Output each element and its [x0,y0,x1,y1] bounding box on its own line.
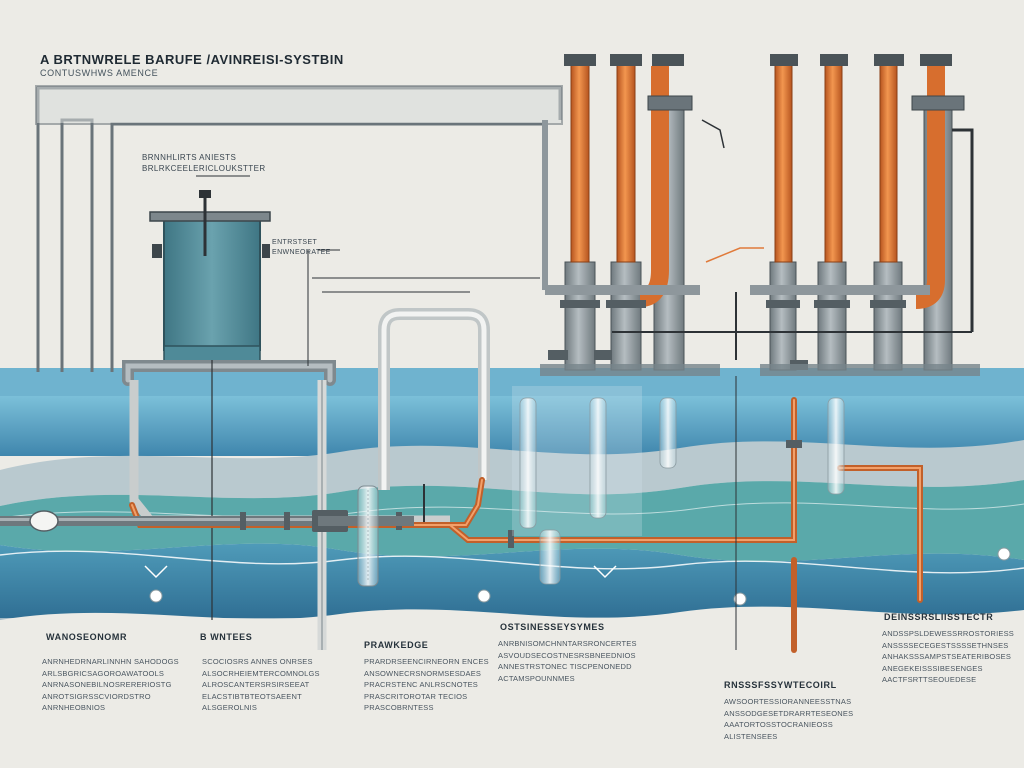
inlet-pipe [122,360,336,386]
section-heading-3: PRAWKEDGE [364,640,429,650]
section-heading-5: RNSSSFSSYWTECOIRL [724,680,837,690]
section-6-line-4: ANEGEKEISSSIBESENGES [882,663,983,673]
section-4-line-2: ASVOUDSECOSTNESRSBNEEDNIOS [498,650,636,660]
section-heading-2: B WNTEES [200,632,253,642]
section-4-line-4: ACTAMSPOUNNMES [498,673,575,683]
section-5-line-4: ALISTENSEES [724,731,778,741]
section-body-5: AWSOORTESSIORANNEESSTNAS ANSSODGESETDRAR… [724,696,853,742]
tank-callout-line-1: BRNNHLIRTS ANIESTS [142,153,237,162]
section-2-line-5: ALSGEROLNIS [202,703,258,712]
frame-beam [35,85,563,125]
section-1-line-5: ANRNHEOBNIOS [42,703,106,712]
section-2-line-3: ALROSCANTERSRSIRSEEAT [202,680,310,689]
well-group-2 [769,54,965,371]
flow-arrow-icon [144,565,617,579]
section-4-line-3: ANNESTRSTONEC TISCPENONEDD [498,662,632,671]
side-callout: ENTRSTSET ENWNEORATEE [272,238,331,258]
section-4-line-1: ANRBNISOMCHNNTARSRONCERTES [498,639,637,648]
manifold-pipes [542,119,974,360]
copper-distribution-pipe [129,397,923,653]
section-6-line-1: ANDSSPSLDEWESSRROSTORIESS [882,629,1014,638]
section-2-line-4: ELACSTIBTBTEOTSAEENT [202,691,302,701]
well-columns [540,54,980,448]
section-3-line-2: ANSOWNECRSNORMSESDAES [364,668,482,678]
section-6-line-3: ANHAKSSSAMPSTSEATERIBOSES [882,652,1012,661]
section-1-line-1: ANRNHEDRNARLINNHN SAHODOGS [42,657,179,666]
section-heading-6: DEINSSRSLIISSTECTR [884,612,994,622]
side-callout-line-1: ENTRSTSET [272,239,318,246]
section-body-3: PRARDRSEENCIRNEORN ENCES ANSOWNECRSNORMS… [364,656,489,714]
section-3-line-1: PRARDRSEENCIRNEORN ENCES [364,657,489,666]
section-5-line-1: AWSOORTESSIORANNEESSTNAS [724,697,852,706]
section-heading-1: WANOSEONOMR [46,632,128,642]
diagram-subtitle: CONTUSWHWS AMENCE [40,68,159,78]
side-callout-line-2: ENWNEORATEE [272,249,331,256]
well-base-platform [540,364,720,376]
section-body-6: ANDSSPSLDEWESSRROSTORIESS ANSSSSECEGESTS… [882,628,1014,686]
section-6-line-2: ANSSSSECEGESTSSSSETHNSES [882,640,1009,650]
well-group-1 [564,54,693,371]
section-body-1: ANRNHEDRNARLINNHN SAHODOGS ARLSBGRICSAGO… [42,656,179,714]
section-heading-4: OSTSINESSEYSYMES [500,622,605,632]
tank-callout-line-2: BRLRKCEELERICLOUKSTTER [142,164,266,173]
section-6-line-5: AACTFSRTTSEOUEDESE [882,675,977,684]
pale-grey-strata [0,440,1024,506]
leader-lines [196,175,540,366]
treatment-tank [149,190,271,369]
section-3-line-5: PRASCOBRNTESS [364,703,434,712]
section-body-2: SCOCIOSRS ANNES ONRSES ALSOCRHEIEMTERCOM… [202,656,320,714]
section-2-line-1: SCOCIOSRS ANNES ONRSES [202,657,313,666]
deep-aquifer-layer [0,543,1024,620]
section-body-4: ANRBNISOMCHNNTARSRONCERTES ASVOUDSECOSTN… [498,638,637,684]
well-base-platform-2 [760,364,980,376]
section-3-line-4: PRASCRITOROTAR TECIOS [364,691,468,701]
section-1-line-2: ARLSBGRICSAGOROAWATOOLS [42,668,165,678]
section-5-line-3: AAATORTOSSTOCRANIEOSS [724,720,833,729]
flow-meter [29,510,59,532]
injection-screens [512,376,845,650]
tank-callout: BRNNHLIRTS ANIESTS BRLRKCEELERICLOUKSTTE… [142,152,266,174]
diagram-title: A BRTNWRELE BARUFE /AVINREISI-SYSTBIN [40,52,344,67]
section-1-line-3: ANRNASONEBILNOSRERERIOSTG [42,680,172,689]
section-1-line-4: ANROTSIGRSSCVIORDSTRO [42,691,151,701]
ground-markers [149,547,1011,606]
section-3-line-3: PRACRSTENC ANLRSCNOTES [364,680,479,689]
filter-screen-icon [357,484,425,587]
layer-fade [0,618,1024,628]
section-5-line-2: ANSSODGESETDRARRTESEONES [724,708,854,718]
white-flowline-1 [0,550,1024,574]
section-2-line-2: ALSOCRHEIEMTERCOMNOLGS [202,668,320,678]
inverted-u-pipe [378,308,490,490]
